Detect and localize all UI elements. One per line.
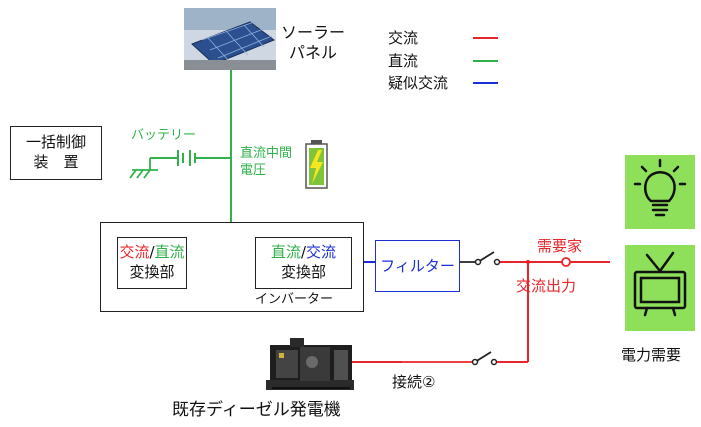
ac-dc-part-b: 直流	[154, 243, 185, 261]
filter-box: フィルター	[375, 240, 460, 292]
lightbulb-tile	[625, 155, 695, 229]
diesel-generator-icon	[266, 338, 354, 390]
battery-level-icon	[305, 140, 328, 189]
ground-icon	[129, 158, 158, 179]
battery-label: バッテリー	[131, 128, 197, 143]
dc-bus-label: 直流中間 電圧	[240, 145, 292, 179]
dc-ac-part-b: 交流	[306, 243, 337, 261]
inverter-label: インバーター	[255, 292, 334, 307]
filter-label: フィルター	[380, 257, 455, 275]
ac-output-label: 交流出力	[516, 277, 577, 295]
demand-label: 電力需要	[621, 346, 682, 364]
legend-pseudo-ac-label: 疑似交流	[388, 74, 449, 92]
tv-tile	[625, 245, 695, 331]
legend-ac-label: 交流	[388, 29, 419, 47]
solar-label-line1: ソーラー	[281, 23, 346, 42]
junction-dot	[526, 260, 530, 264]
solar-panel-icon	[184, 8, 276, 70]
ac-output-lines	[352, 261, 610, 363]
solar-label-line2: パネル	[289, 43, 338, 62]
solar-panel-label: ソーラー パネル	[281, 23, 345, 63]
dc-ac-converter-title: 直流/交流	[256, 242, 351, 262]
dc-ac-converter-label: 変換部	[280, 263, 326, 281]
lightbulb-icon	[633, 158, 687, 217]
dc-ac-part-a: 直流	[270, 243, 301, 261]
dc-bus-line1: 直流中間	[240, 146, 293, 161]
switch-icon	[471, 258, 501, 366]
consumer-label: 需要家	[537, 237, 583, 255]
consumer-connection-point	[561, 257, 571, 267]
legend-dc-label: 直流	[388, 52, 419, 70]
ac-dc-part-a: 交流	[119, 243, 150, 261]
dc-ac-converter: 直流/交流 変換部	[255, 237, 352, 289]
central-controller: 一括制御 装 置	[10, 126, 102, 180]
generator-label: 既存ディーゼル発電機	[172, 400, 341, 420]
controller-line2: 装 置	[33, 153, 79, 171]
connection-label: 接続②	[392, 373, 436, 391]
tv-icon	[633, 251, 687, 317]
ac-dc-converter: 交流/直流 変換部	[117, 237, 187, 289]
ac-dc-converter-label: 変換部	[129, 263, 175, 281]
ac-dc-slash: /	[149, 243, 155, 261]
dc-ac-slash: /	[300, 243, 307, 261]
controller-line1: 一括制御	[25, 133, 86, 151]
ac-dc-converter-title: 交流/直流	[118, 242, 186, 262]
dc-bus-line2: 電圧	[240, 163, 267, 178]
